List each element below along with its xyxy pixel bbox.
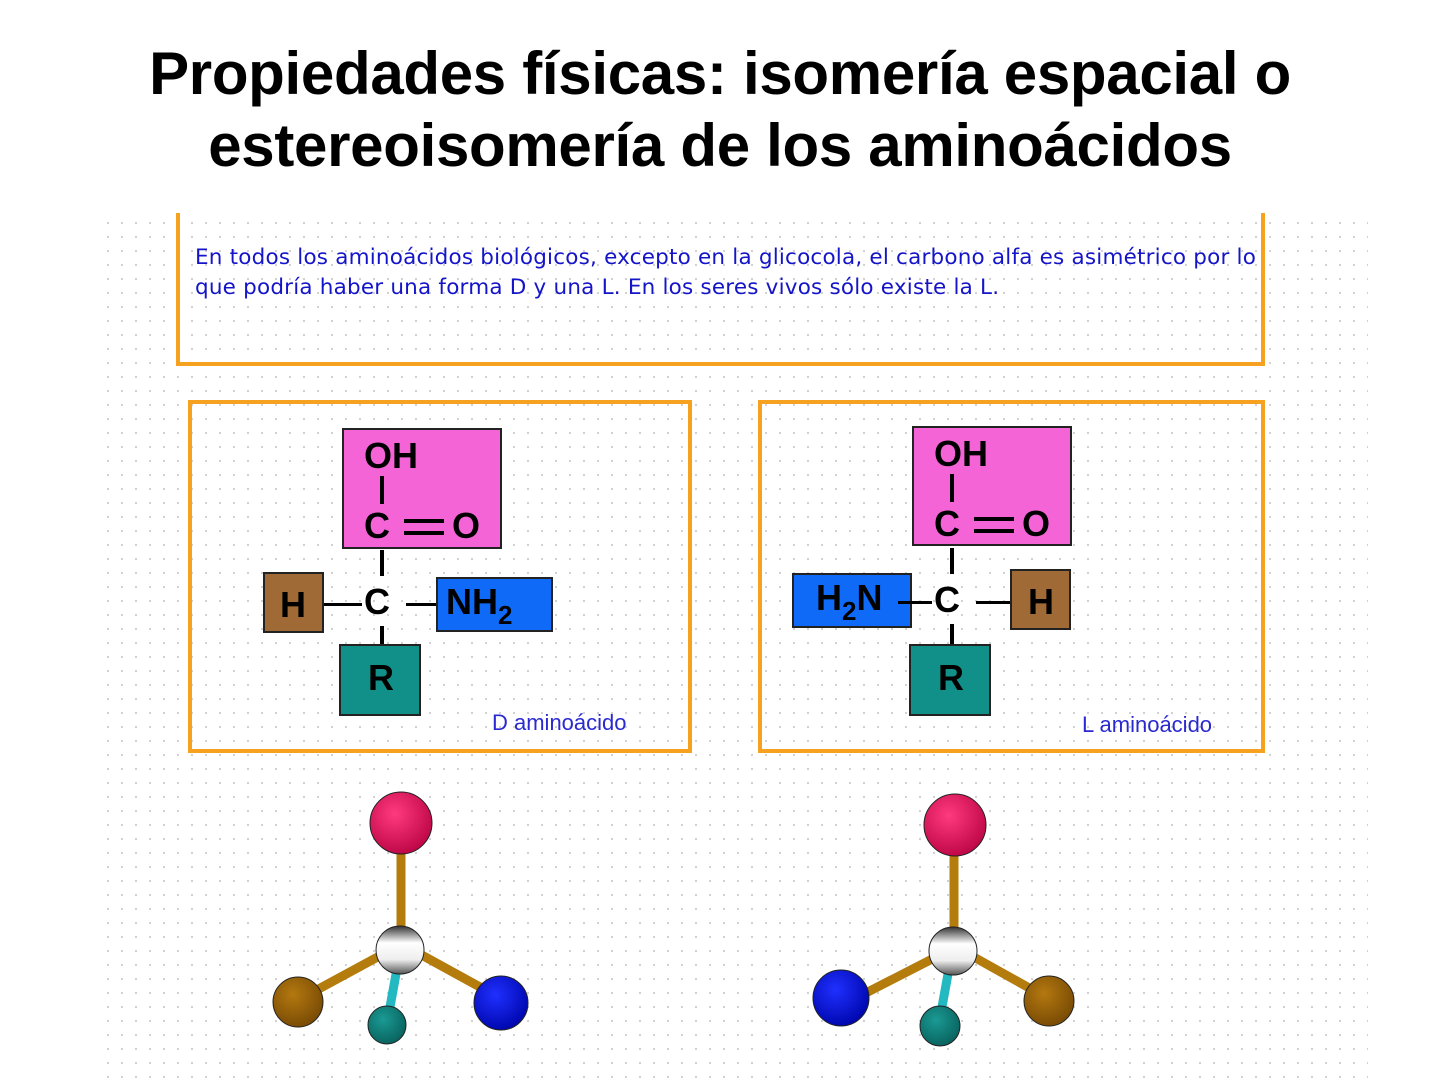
hydrogen-label: H bbox=[280, 584, 306, 625]
bond-carboxyl-alpha bbox=[380, 550, 384, 576]
amino-group-box bbox=[792, 573, 912, 628]
amino-n: N bbox=[856, 577, 883, 618]
double-bond-top bbox=[404, 519, 444, 523]
double-bond-bottom bbox=[974, 529, 1014, 533]
intro-textbox: En todos los aminoácidos biológicos, exc… bbox=[176, 213, 1265, 366]
r-group-box bbox=[339, 644, 421, 716]
d-aminoacid-card: OH C O H C NH2 R D aminoácido bbox=[188, 400, 692, 753]
bond-alpha-r bbox=[380, 626, 384, 654]
double-bond-top bbox=[974, 517, 1014, 521]
title-line-2: estereoisomería de los aminoácidos bbox=[208, 112, 1232, 179]
bond-carboxyl-alpha bbox=[950, 548, 954, 574]
l-aminoacid-card: OH C O H2N C H R L aminoácido bbox=[758, 400, 1265, 753]
r-label: R bbox=[368, 657, 394, 698]
hydrogen-box bbox=[263, 572, 324, 633]
top-ball-carboxyl bbox=[923, 793, 987, 857]
bond-left bbox=[857, 951, 941, 1001]
title-line-1: Propiedades físicas: isomería espacial o bbox=[149, 40, 1291, 107]
intro-text: En todos los aminoácidos biológicos, exc… bbox=[195, 245, 1257, 300]
bond-alpha-nh2 bbox=[406, 603, 440, 606]
top-ball-carboxyl bbox=[369, 791, 433, 855]
amino-group-box bbox=[436, 577, 553, 632]
l-ball-and-stick-model bbox=[812, 793, 1075, 1047]
carboxyl-group-box bbox=[912, 426, 1072, 546]
alpha-carbon-ball bbox=[928, 926, 978, 976]
carboxyl-c-label: C bbox=[364, 505, 390, 546]
d-ball-and-stick-model bbox=[272, 791, 529, 1045]
r-label: R bbox=[938, 657, 964, 698]
amino-subscript: 2 bbox=[842, 596, 857, 626]
l-caption: L aminoácido bbox=[1082, 712, 1213, 737]
double-bond-bottom bbox=[404, 531, 444, 535]
hydrogen-box bbox=[1010, 569, 1071, 630]
bond-h-alpha bbox=[324, 603, 362, 606]
alpha-carbon-label: C bbox=[364, 581, 390, 622]
amino-main: NH bbox=[446, 581, 498, 622]
alpha-carbon-label: C bbox=[934, 579, 960, 620]
bottom-ball-r bbox=[367, 1005, 407, 1045]
right-ball-amino bbox=[473, 975, 529, 1031]
content-panel: En todos los aminoácidos biológicos, exc… bbox=[98, 213, 1368, 1080]
slide-title: Propiedades físicas: isomería espacial o… bbox=[0, 38, 1440, 182]
oh-label: OH bbox=[934, 433, 988, 474]
r-group-box bbox=[909, 644, 991, 716]
carbonyl-o-label: O bbox=[452, 505, 481, 546]
bond-oh-c bbox=[950, 474, 954, 502]
carboxyl-c-label: C bbox=[934, 503, 960, 544]
d-caption: D aminoácido bbox=[492, 710, 627, 735]
amino-subscript: 2 bbox=[498, 600, 513, 630]
amino-h: H bbox=[816, 577, 842, 618]
bond-oh-c bbox=[380, 476, 384, 504]
bond-alpha-r bbox=[950, 624, 954, 652]
bottom-ball-r bbox=[919, 1005, 961, 1047]
carbonyl-o-label: O bbox=[1022, 503, 1051, 544]
carboxyl-group-box bbox=[342, 428, 502, 549]
left-ball-hydrogen bbox=[272, 976, 324, 1028]
oh-label: OH bbox=[364, 435, 418, 476]
alpha-carbon-ball bbox=[375, 925, 425, 975]
bond-alpha-h bbox=[976, 601, 1014, 604]
amino-label: H2N bbox=[816, 577, 883, 625]
hydrogen-label: H bbox=[1028, 581, 1054, 622]
amino-label: NH2 bbox=[446, 581, 512, 629]
left-ball-amino bbox=[812, 969, 870, 1027]
right-ball-hydrogen bbox=[1023, 975, 1075, 1027]
bond-nh2-alpha bbox=[898, 601, 932, 604]
